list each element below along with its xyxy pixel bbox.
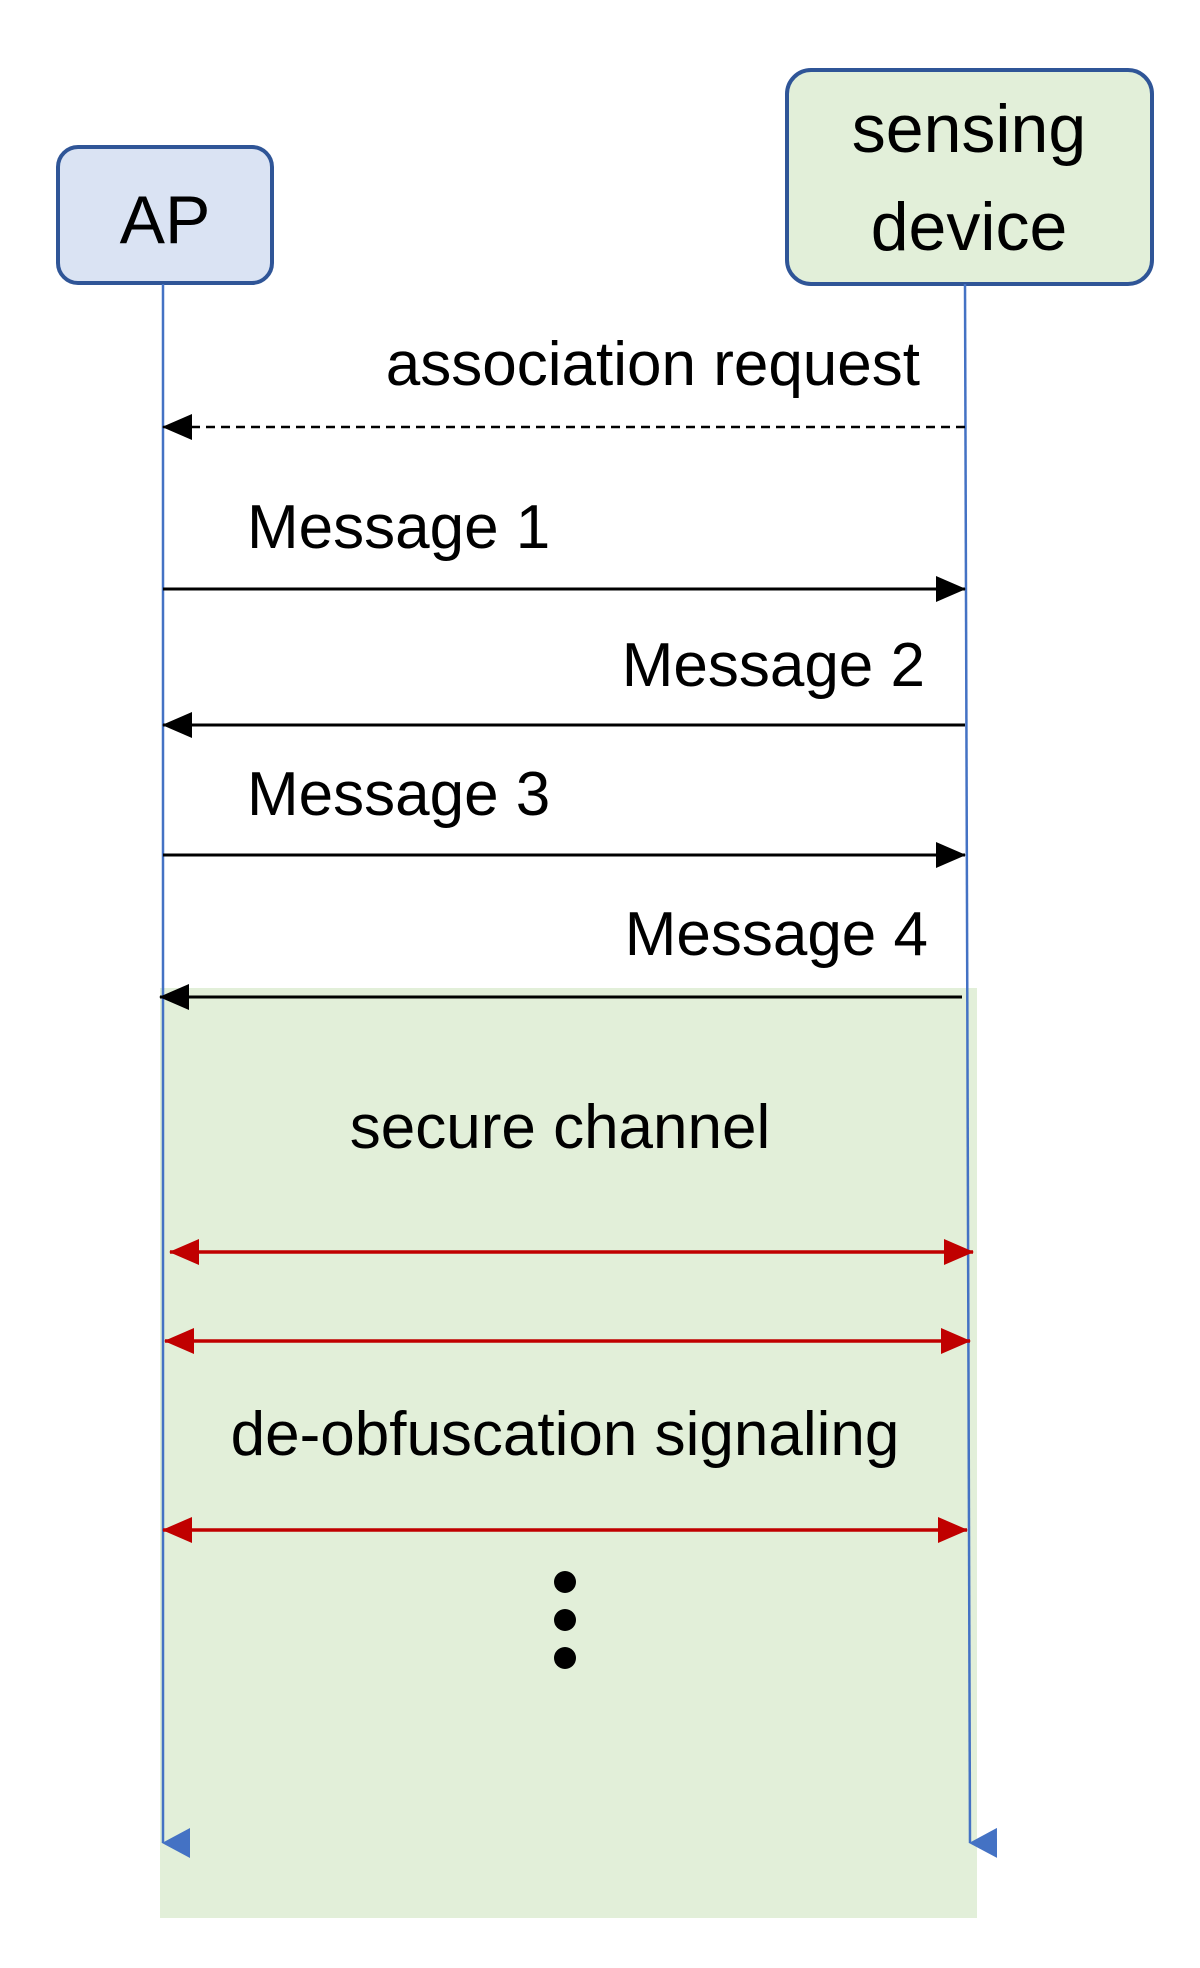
de-obfuscation-signaling-label: de-obfuscation signaling bbox=[231, 1400, 900, 1469]
sensing-device-label-line1: sensing bbox=[852, 91, 1086, 167]
message-2-label: Message 2 bbox=[622, 631, 925, 700]
sensing-device-label-line2: device bbox=[871, 189, 1068, 265]
message-3-label: Message 3 bbox=[247, 760, 550, 829]
message-4-label: Message 4 bbox=[625, 900, 928, 969]
sensing-device-lifeline bbox=[963, 283, 998, 1858]
ellipsis-dot-2 bbox=[554, 1609, 576, 1631]
ap-box bbox=[56, 145, 274, 285]
sensing-device-box bbox=[785, 68, 1154, 286]
association-request-label: association request bbox=[386, 330, 920, 399]
ap-label: AP bbox=[120, 182, 211, 258]
ellipsis-dot-1 bbox=[554, 1571, 576, 1593]
secure-channel-region bbox=[160, 988, 977, 1918]
ellipsis-dot-3 bbox=[554, 1647, 576, 1669]
participant-ap: AP bbox=[56, 145, 274, 285]
message-1-label: Message 1 bbox=[247, 493, 550, 562]
continuation-ellipsis bbox=[554, 1571, 576, 1669]
participant-sensing-device: sensing device bbox=[785, 68, 1154, 286]
secure-channel-label: secure channel bbox=[350, 1093, 771, 1162]
